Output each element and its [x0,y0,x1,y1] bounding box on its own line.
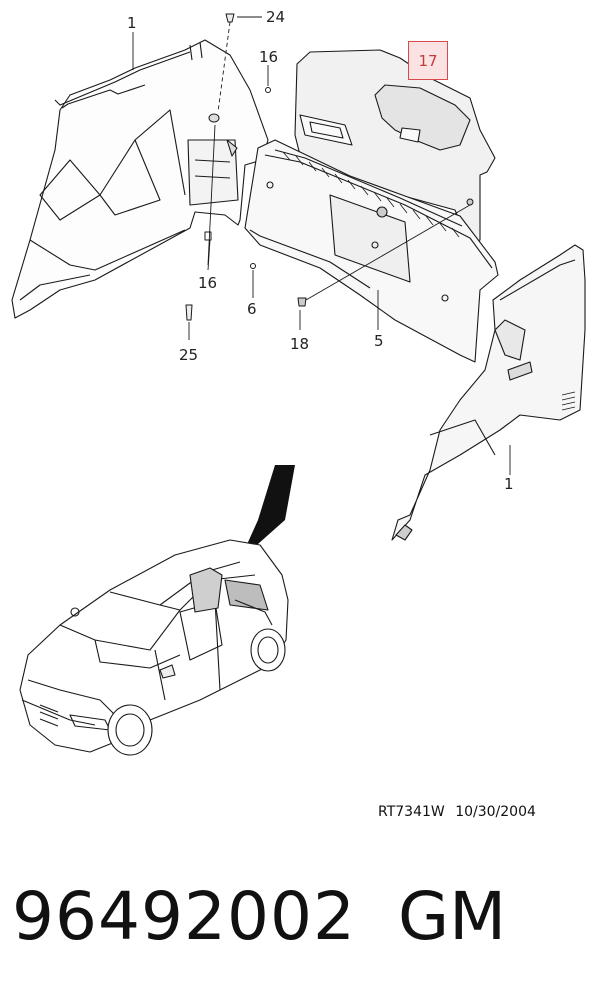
callout-25: 25 [179,346,199,364]
callout-16-mid: 16 [198,274,218,292]
left-side-trim-panel [11,39,269,319]
rear-sill-panel [244,139,499,363]
callout-16-top: 16 [259,48,279,66]
callout-5: 5 [374,332,384,350]
leader-lines [132,16,511,475]
fasteners [185,13,474,321]
rear-upper-trim-panel [294,49,496,246]
callout-1-right-panel: 1 [504,475,514,493]
callout-17: 17 [418,52,438,70]
right-side-trim-panel [391,244,586,541]
callout-18: 18 [290,335,310,353]
callout-1-left-panel: 1 [127,14,137,32]
drawing-code: RT7341W [378,804,445,820]
drawing-date: 10/30/2004 [455,804,536,820]
car-illustration [19,465,295,756]
part-number: 96492002 [12,878,356,955]
drawing-reference: RT7341W 10/30/2004 [378,804,536,820]
callout-24: 24 [266,8,286,26]
callout-6: 6 [247,300,257,318]
callout-17-highlight[interactable]: 17 [408,41,448,80]
brand-name: GM [398,878,507,955]
